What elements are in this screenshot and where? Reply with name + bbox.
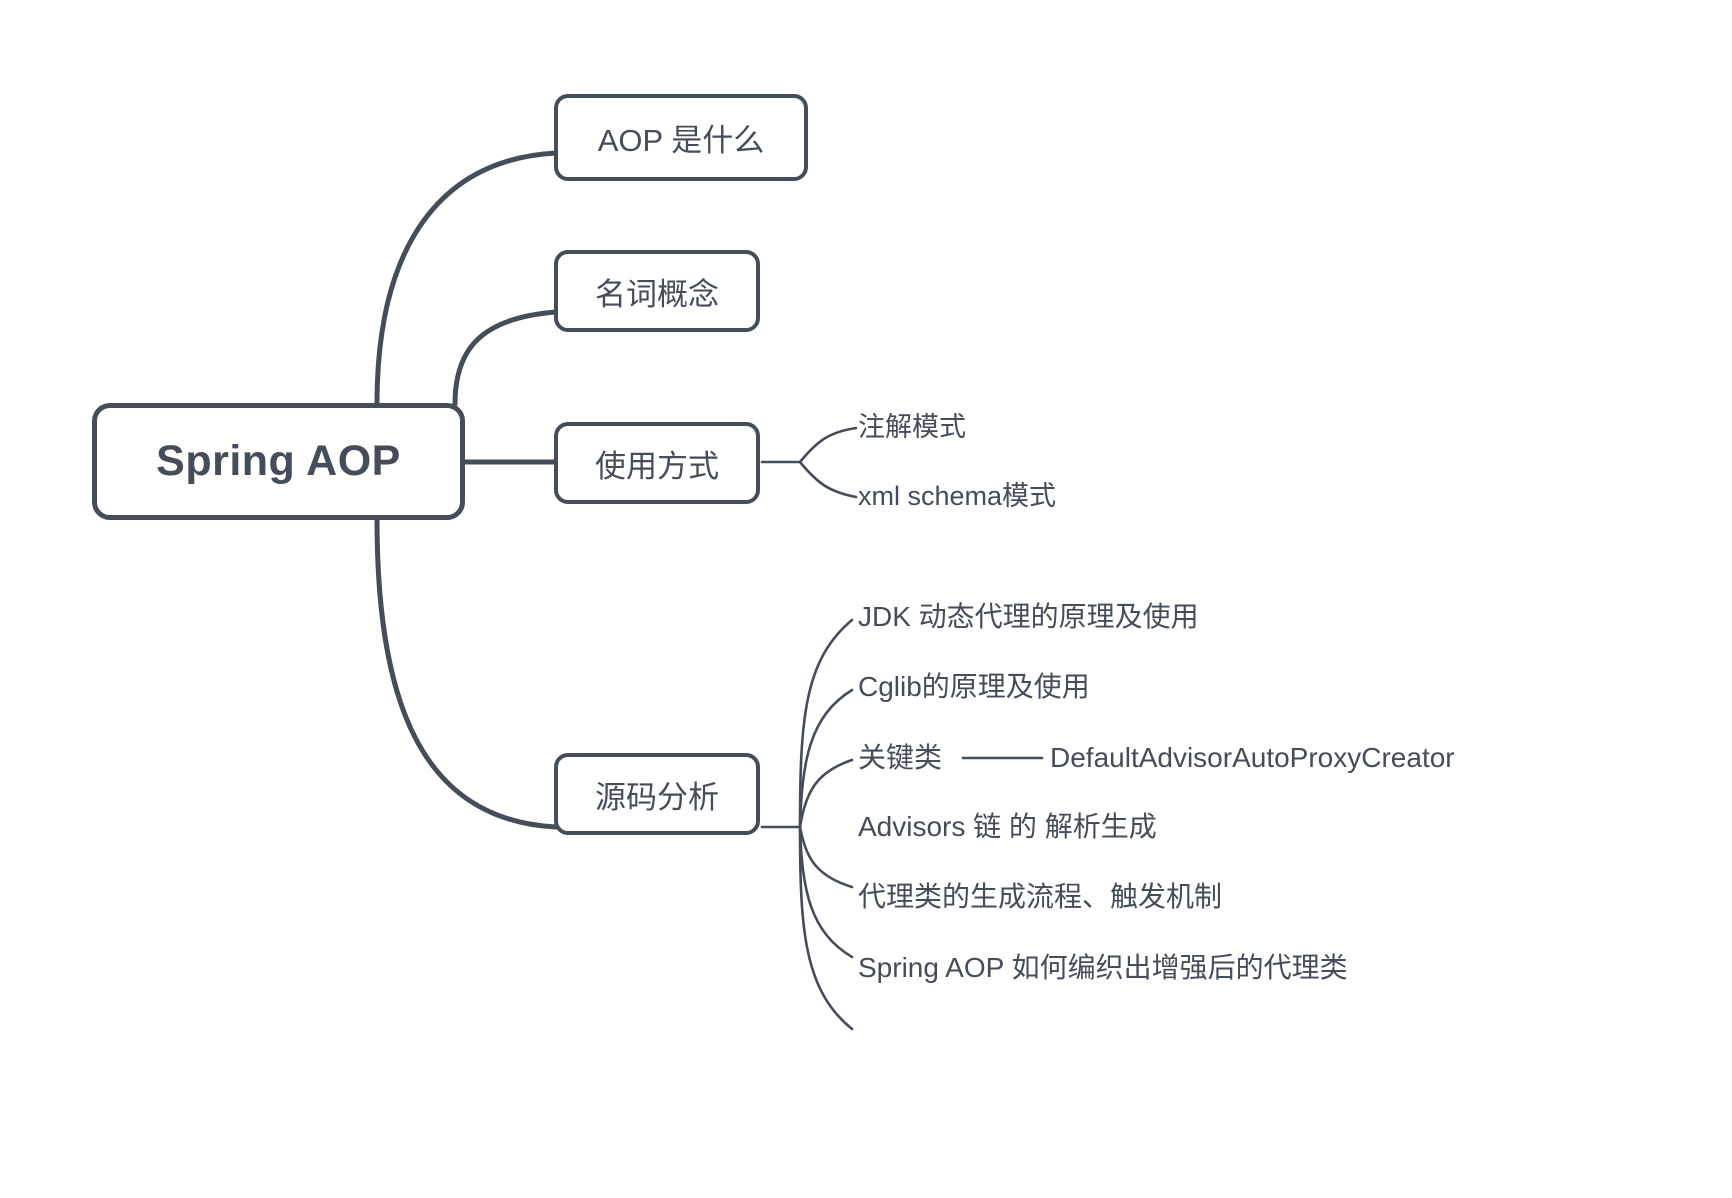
connector-leaf-proxy-generation [798, 825, 854, 959]
connector-root-to-yuan-ma-fen-xi [374, 516, 559, 830]
leaf-label-text: 关键类 [858, 742, 943, 773]
leaf-label-text: Spring AOP 如何编织出增强后的代理类 [858, 952, 1348, 983]
connector-leaf-xml-schema-mo-shi [798, 460, 858, 499]
leaf-label-text: JDK 动态代理的原理及使用 [858, 601, 1199, 632]
branch-node-yuan-ma-fen-xi[interactable]: 源码分析 [554, 753, 760, 835]
branch-node-shi-yong-fang-shi[interactable]: 使用方式 [554, 422, 760, 504]
leaf-proxy-generation[interactable]: 代理类的生成流程、触发机制 [858, 883, 1222, 911]
leaf-label-text: 代理类的生成流程、触发机制 [858, 881, 1223, 912]
leaf-key-class[interactable]: 关键类 [858, 744, 942, 772]
leaf-label-text: Cglib的原理及使用 [858, 671, 1090, 702]
connector-leaf-advisors-chain [798, 825, 854, 889]
branch-node-label: 使用方式 [595, 448, 719, 484]
connector-leaf-jdk-dynamic-proxy [798, 618, 854, 829]
leaf-label-text: 注解模式 [858, 412, 966, 442]
connector-leaf-weaving [798, 825, 854, 1031]
branch-node-label: 名词概念 [595, 276, 719, 312]
root-node[interactable]: Spring AOP [92, 403, 465, 520]
leaf-key-class-detail[interactable]: DefaultAdvisorAutoProxyCreator [1050, 744, 1455, 772]
connector-root-to-ming-ci-gai-nian [452, 309, 559, 407]
connector-leaf-key-class [798, 758, 854, 829]
leaf-advisors-chain[interactable]: Advisors 链 的 解析生成 [858, 813, 1157, 841]
branch-node-label: AOP 是什么 [597, 123, 765, 158]
connector-leaf-cglib [798, 688, 854, 829]
branch-node-ming-ci-gai-nian[interactable]: 名词概念 [554, 250, 760, 332]
leaf-xml-schema-mo-shi[interactable]: xml schema模式 [858, 483, 1056, 510]
leaf-zhu-jie-mo-shi[interactable]: 注解模式 [858, 414, 966, 441]
leaf-detail-text: DefaultAdvisorAutoProxyCreator [1050, 742, 1455, 773]
leaf-cglib[interactable]: Cglib的原理及使用 [858, 673, 1090, 701]
connector-root-to-aop-shi-shen-me [374, 150, 559, 407]
root-node-label: Spring AOP [156, 437, 401, 485]
leaf-label-text: Advisors 链 的 解析生成 [858, 811, 1157, 842]
leaf-label-text: xml schema模式 [858, 481, 1057, 511]
leaf-jdk-dynamic-proxy[interactable]: JDK 动态代理的原理及使用 [858, 603, 1199, 631]
branch-node-aop-shi-shen-me[interactable]: AOP 是什么 [554, 94, 808, 181]
connector-leaf-zhu-jie-mo-shi [798, 426, 858, 464]
branch-node-label: 源码分析 [595, 779, 719, 815]
leaf-weaving[interactable]: Spring AOP 如何编织出增强后的代理类 [858, 954, 1348, 982]
